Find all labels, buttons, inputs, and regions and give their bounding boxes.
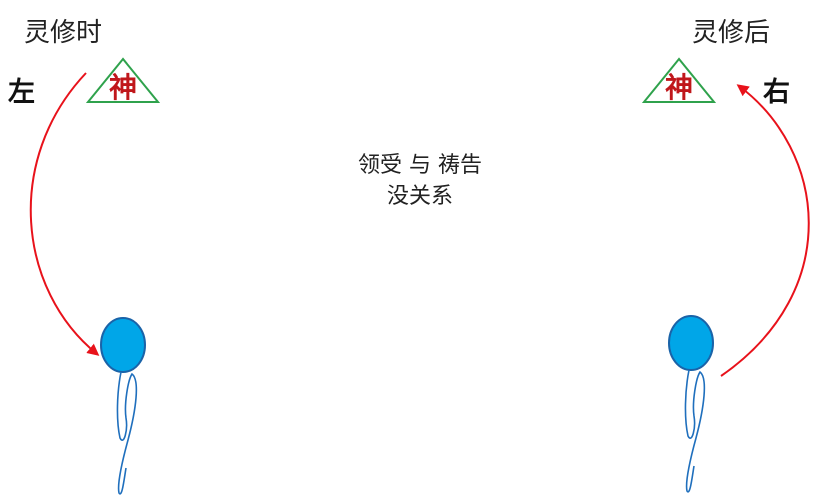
center-note-line-1: 领受 与 祷告 [358,153,482,178]
right-god-symbol: 神 [641,57,717,104]
right-person-figure [668,315,714,493]
right-person-head [668,315,714,371]
left-caption: 灵修时 [24,18,103,48]
left-side-label: 左 [8,77,35,108]
left-arrow [29,72,100,356]
center-note: 领受 与 祷告 没关系 [300,150,540,212]
center-note-line-2: 没关系 [386,184,453,209]
right-god-label: 神 [665,71,693,104]
right-caption: 灵修后 [692,18,771,48]
right-arrow [720,84,810,377]
right-side-label: 右 [763,77,790,108]
left-god-symbol: 神 [85,57,161,104]
left-person-head [100,317,146,373]
right-person-body [684,369,706,493]
left-god-label: 神 [109,71,137,104]
left-person-body [116,371,138,495]
right-god-triangle [641,57,717,103]
left-god-triangle [85,57,161,103]
left-person-figure [100,317,146,495]
